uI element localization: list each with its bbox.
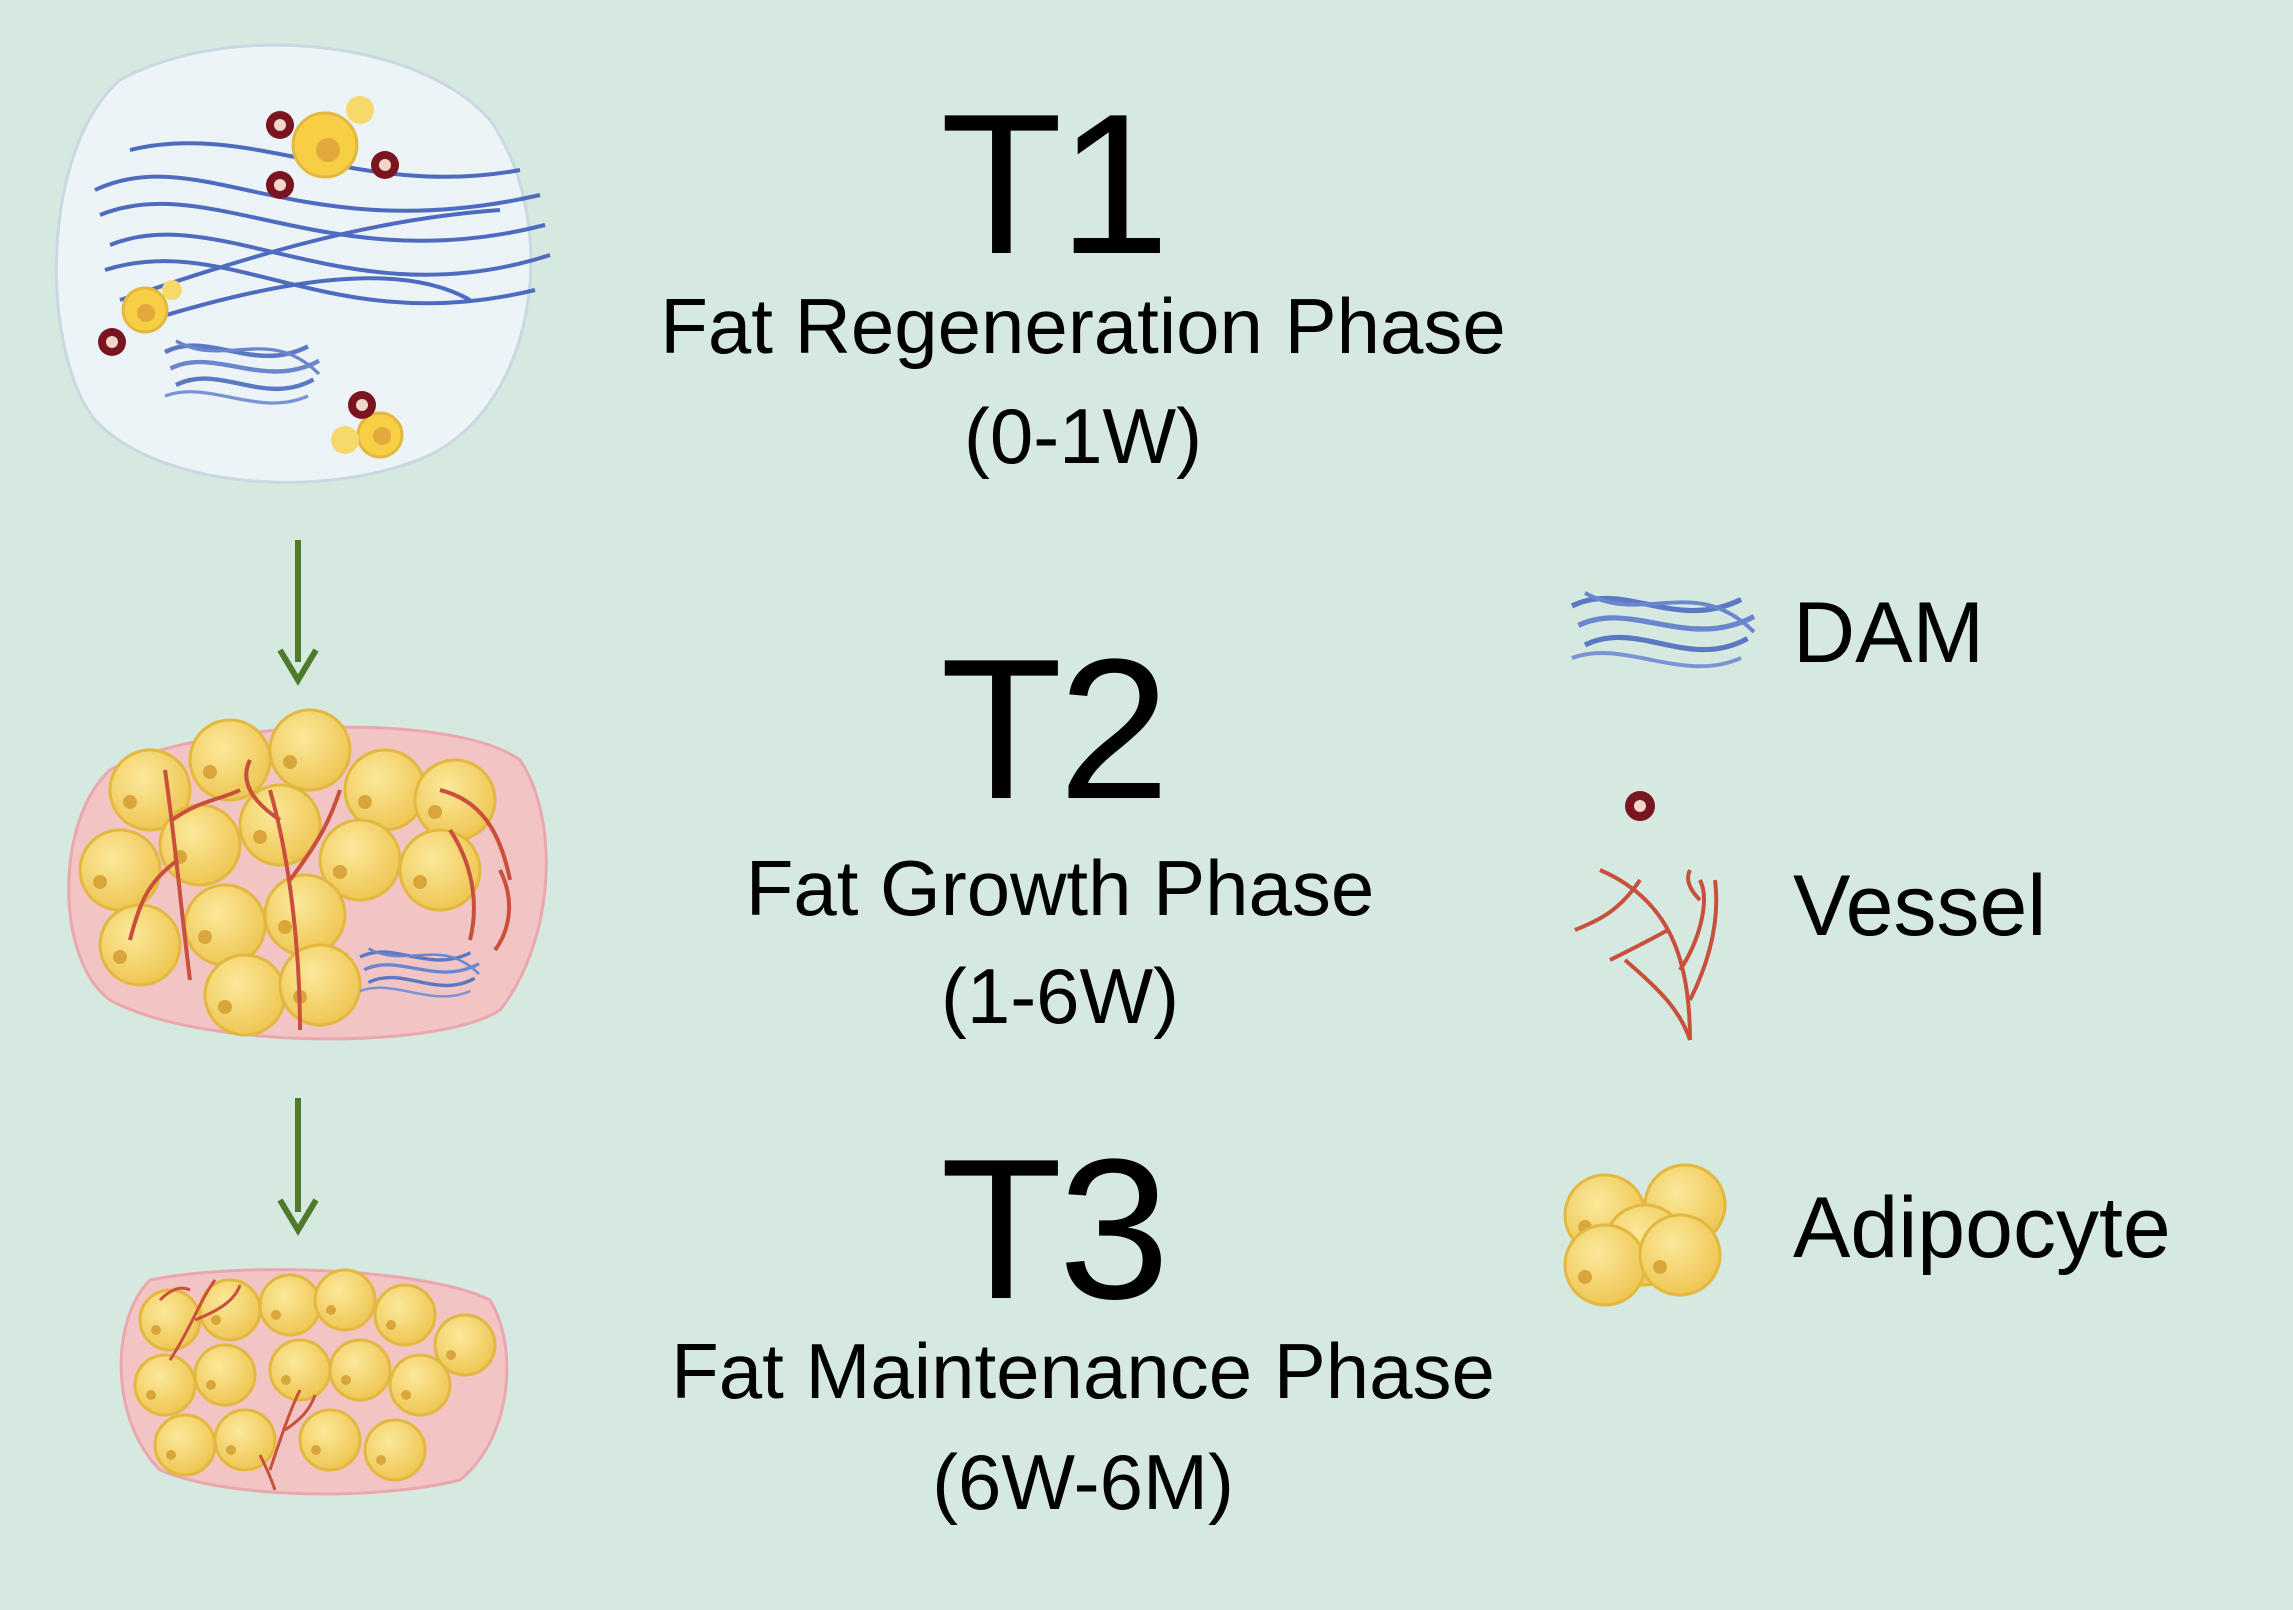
phase-t2-period: (1-6W) — [940, 952, 1180, 1040]
phase-t3-period: (6W-6M) — [932, 1438, 1234, 1526]
vessel-legend-icon — [1574, 868, 1719, 1041]
phase-t3-name: Fat Maintenance Phase — [671, 1327, 1495, 1415]
vessel-dot-legend-icon — [1625, 791, 1655, 821]
arrow-t2-t3 — [277, 1098, 319, 1236]
phase-t2-id: T2 — [940, 618, 1169, 841]
legend-vessel-label: Vessel — [1793, 858, 2047, 954]
t1-stem-cells — [121, 96, 404, 459]
phase-t1-id: T1 — [940, 73, 1169, 296]
phase-t1-period: (0-1W) — [963, 392, 1203, 480]
phase-t1-name: Fat Regeneration Phase — [660, 282, 1506, 370]
t3-vessels — [158, 1279, 317, 1491]
t2-tissue-illustration — [67, 708, 548, 1041]
legend-dam-label: DAM — [1793, 585, 1985, 681]
legend-adipocyte-label: Adipocyte — [1793, 1180, 2171, 1276]
t3-tissue-illustration — [119, 1268, 509, 1496]
arrow-t1-t2 — [277, 540, 319, 686]
t2-vessels — [128, 759, 512, 1031]
adipocyte-legend-icon — [1563, 1163, 1727, 1307]
t1-tissue-illustration — [54, 43, 551, 484]
phase-t3-id: T3 — [940, 1118, 1169, 1341]
dam-legend-icon — [1572, 593, 1754, 666]
t1-fibers — [94, 141, 551, 322]
phase-t2-name: Fat Growth Phase — [745, 844, 1375, 932]
